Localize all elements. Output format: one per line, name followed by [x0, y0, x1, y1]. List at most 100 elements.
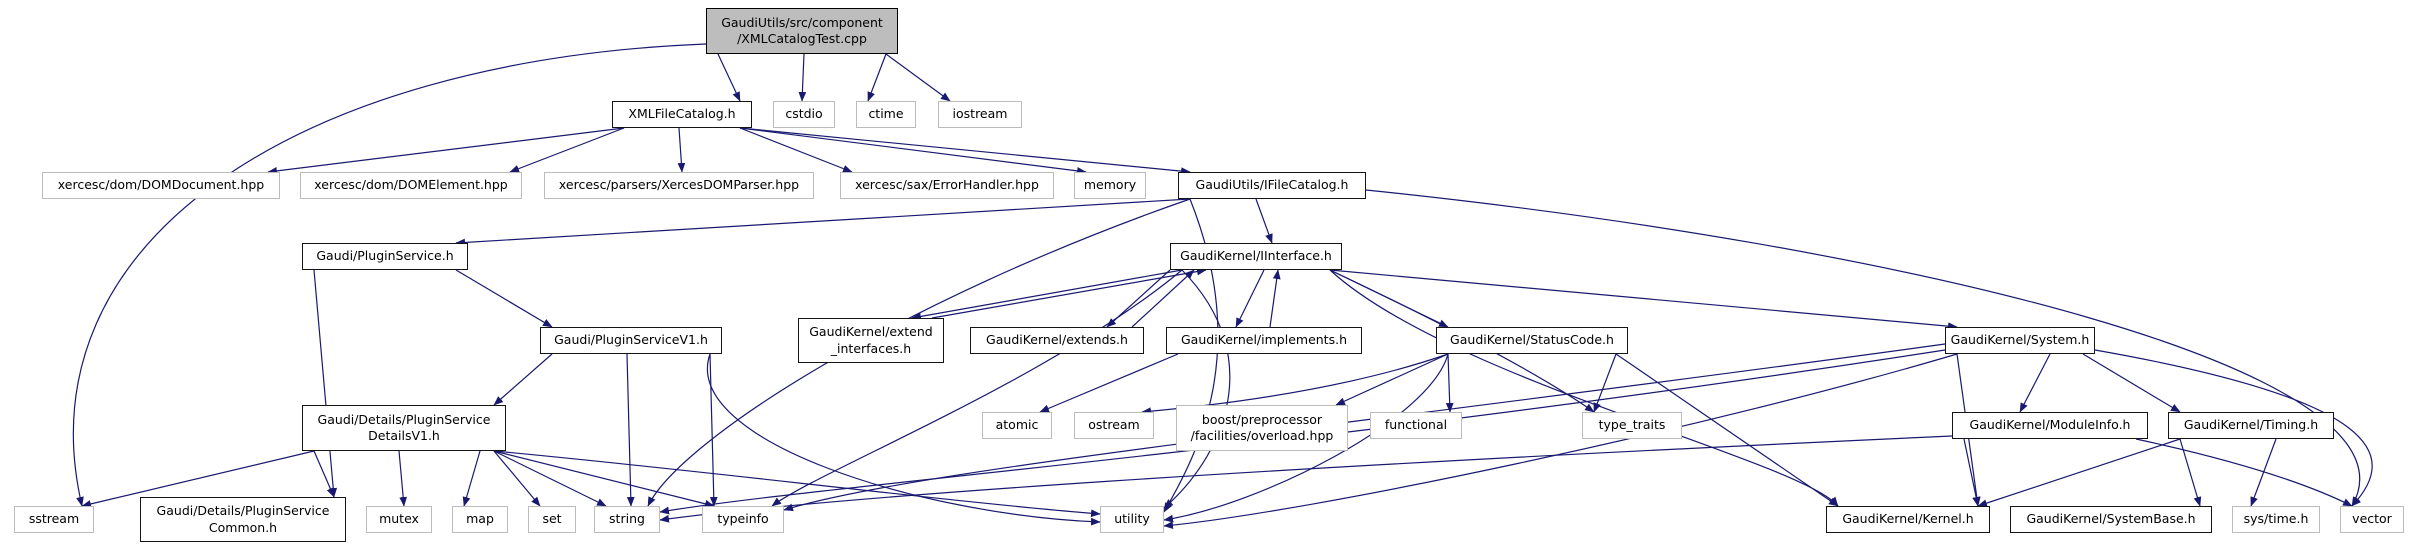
node-atomic: atomic: [982, 412, 1052, 439]
node-extint[interactable]: GaudiKernel/extend_interfaces.h: [798, 318, 944, 363]
node-label: ctime: [868, 106, 904, 122]
node-label: sstream: [28, 511, 80, 527]
node-xmlfc[interactable]: XMLFileCatalog.h: [612, 101, 752, 128]
node-label: vector: [2352, 511, 2392, 527]
node-label: boost/preprocessor: [1201, 411, 1323, 427]
edge-system-vector: [2094, 349, 2373, 507]
node-sstream: sstream: [14, 506, 94, 533]
node-label: Gaudi/PluginServiceV1.h: [554, 332, 708, 348]
node-implements[interactable]: GaudiKernel/implements.h: [1166, 327, 1362, 354]
node-extends[interactable]: GaudiKernel/extends.h: [970, 327, 1144, 354]
node-label: Gaudi/PluginService.h: [316, 248, 454, 264]
edge-detailsv1-map: [462, 450, 481, 507]
edge-timing-systembase: [2179, 438, 2202, 507]
edge-ifc-vector: [1365, 189, 2361, 507]
node-label: xercesc/parsers/XercesDOMParser.hpp: [558, 177, 800, 193]
node-label: typeinfo: [717, 511, 769, 527]
node-errh: xercesc/sax/ErrorHandler.hpp: [840, 172, 1054, 199]
node-label: iostream: [952, 106, 1008, 122]
node-boost: boost/preprocessor/facilities/overload.h…: [1176, 405, 1348, 451]
edge-xmlfc-domel: [509, 127, 625, 173]
node-xparser: xercesc/parsers/XercesDOMParser.hpp: [544, 172, 814, 199]
node-cstdio: cstdio: [773, 101, 835, 128]
node-domel: xercesc/dom/DOMElement.hpp: [300, 172, 522, 199]
node-label: Gaudi/Details/PluginService: [156, 503, 330, 519]
node-timing[interactable]: GaudiKernel/Timing.h: [2168, 412, 2334, 439]
edges-group: [72, 43, 2373, 530]
edge-iintf-typeinfo: [771, 269, 1183, 507]
node-plugsvcv1[interactable]: Gaudi/PluginServiceV1.h: [540, 327, 722, 354]
node-ifc[interactable]: GaudiUtils/IFileCatalog.h: [1178, 172, 1366, 199]
node-label: Common.h: [208, 519, 278, 535]
edge-system-moduleinfo: [2019, 353, 2051, 413]
edge-iintf-implements: [1235, 269, 1265, 328]
edge-timing-kernel: [1977, 438, 2181, 507]
edge-detailsv1-mutex: [398, 450, 408, 507]
node-label: sys/time.h: [2243, 511, 2309, 527]
node-memory: memory: [1074, 172, 1146, 199]
edge-xmlfc-domdoc: [267, 127, 625, 175]
edge-system-timing: [2082, 353, 2181, 413]
node-functional: functional: [1370, 412, 1462, 439]
node-statuscode[interactable]: GaudiKernel/StatusCode.h: [1436, 327, 1628, 354]
node-label: cstdio: [785, 106, 823, 122]
edge-detailsv1-common: [313, 450, 335, 498]
node-plugsvc[interactable]: Gaudi/PluginService.h: [302, 243, 468, 270]
node-label: utility: [1114, 511, 1150, 527]
node-label: GaudiKernel/extends.h: [986, 332, 1128, 348]
node-label: map: [466, 511, 494, 527]
node-root: GaudiUtils/src/component/XMLCatalogTest.…: [706, 8, 898, 54]
edge-statuscode-boost: [1335, 353, 1449, 406]
node-iintf[interactable]: GaudiKernel/IInterface.h: [1170, 243, 1342, 270]
edge-root-cstdio: [798, 53, 807, 102]
node-moduleinfo[interactable]: GaudiKernel/ModuleInfo.h: [1952, 412, 2148, 439]
node-label: DetailsV1.h: [368, 428, 440, 443]
edge-root-ctime: [867, 53, 887, 102]
node-domdoc: xercesc/dom/DOMDocument.hpp: [42, 172, 280, 199]
node-typeinfo: typeinfo: [702, 506, 784, 533]
node-string: string: [594, 506, 660, 533]
node-label: xercesc/sax/ErrorHandler.hpp: [855, 177, 1039, 193]
node-label: GaudiKernel/StatusCode.h: [1450, 332, 1614, 348]
edge-moduleinfo-kernel: [1963, 438, 1980, 507]
edge-ifc-string: [647, 198, 1191, 507]
edge-moduleinfo-vector: [2135, 438, 2353, 507]
node-label: GaudiKernel/Kernel.h: [1842, 511, 1974, 527]
node-map: map: [452, 506, 508, 533]
edge-plugsvc-plugsvcv1: [455, 269, 553, 328]
edge-ifc-plugsvc: [455, 198, 1191, 247]
edge-plugsvcv1-detailsv1: [493, 353, 553, 406]
edge-detailsv1-string: [493, 450, 607, 507]
edge-plugsvcv1-typeinfo: [709, 353, 718, 507]
edge-statuscode-utility: [1163, 353, 1449, 523]
edge-implements-atomic: [1039, 353, 1179, 413]
node-systime: sys/time.h: [2232, 506, 2320, 533]
node-label: GaudiKernel/implements.h: [1180, 332, 1347, 348]
edge-xmlfc-errh: [739, 127, 853, 173]
edge-root-iostream: [885, 53, 951, 102]
edge-detailsv1-set: [493, 450, 541, 507]
edge-root-xmlfc: [717, 53, 741, 102]
edge-detailsv1-typeinfo: [493, 450, 715, 508]
edge-system-typeinfo: [783, 343, 1946, 512]
node-ostream: ostream: [1074, 412, 1154, 439]
node-label: mutex: [379, 511, 419, 527]
edge-extint-iintf: [931, 267, 1207, 319]
node-systembase[interactable]: GaudiKernel/SystemBase.h: [2010, 506, 2212, 533]
node-label: GaudiKernel/Timing.h: [2183, 417, 2319, 433]
node-label: XMLFileCatalog.h: [628, 106, 736, 122]
edge-iintf-extint: [911, 269, 1183, 321]
node-label: /XMLCatalogTest.cpp: [737, 31, 867, 46]
node-label: atomic: [995, 417, 1039, 433]
edge-iintf-utility: [1163, 269, 1231, 509]
edge-statuscode-type_traits: [1593, 353, 1617, 413]
edge-implements-iintf: [1269, 269, 1281, 328]
node-system[interactable]: GaudiKernel/System.h: [1945, 327, 2095, 354]
edge-detailsv1-sstream: [81, 450, 315, 508]
node-kernel[interactable]: GaudiKernel/Kernel.h: [1826, 506, 1990, 533]
edge-timing-systime: [2250, 438, 2277, 507]
node-label: _interfaces.h: [830, 340, 912, 356]
